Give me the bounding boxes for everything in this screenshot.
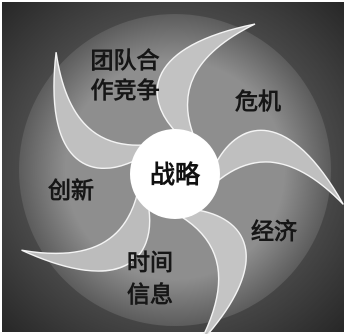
segment-label-line: 团队合 — [91, 47, 161, 74]
segment-label-line: 信息 — [127, 281, 173, 308]
segment-label-economy: 经济 — [251, 218, 298, 245]
pinwheel-blade — [178, 209, 247, 334]
segment-label-innovation: 创新 — [47, 177, 94, 204]
pinwheel-blade — [53, 52, 149, 169]
segment-label-crisis: 危机 — [235, 88, 281, 115]
segment-label-time-info: 时间 信息 — [127, 249, 173, 308]
segment-label-line: 创新 — [47, 177, 94, 204]
center-hub — [130, 129, 220, 219]
pinwheel-blade — [21, 190, 151, 272]
segment-label-line: 经济 — [251, 218, 298, 245]
pinwheel-blade — [214, 129, 344, 205]
pinwheel-blades — [21, 23, 344, 334]
pinwheel-blade — [156, 23, 256, 141]
segment-label-line: 作竞争 — [91, 77, 160, 104]
segment-label-team: 团队合 作竞争 — [91, 47, 161, 104]
center-label: 战略 — [150, 160, 201, 189]
segment-label-line: 时间 — [127, 249, 173, 276]
segment-label-line: 危机 — [235, 88, 281, 115]
